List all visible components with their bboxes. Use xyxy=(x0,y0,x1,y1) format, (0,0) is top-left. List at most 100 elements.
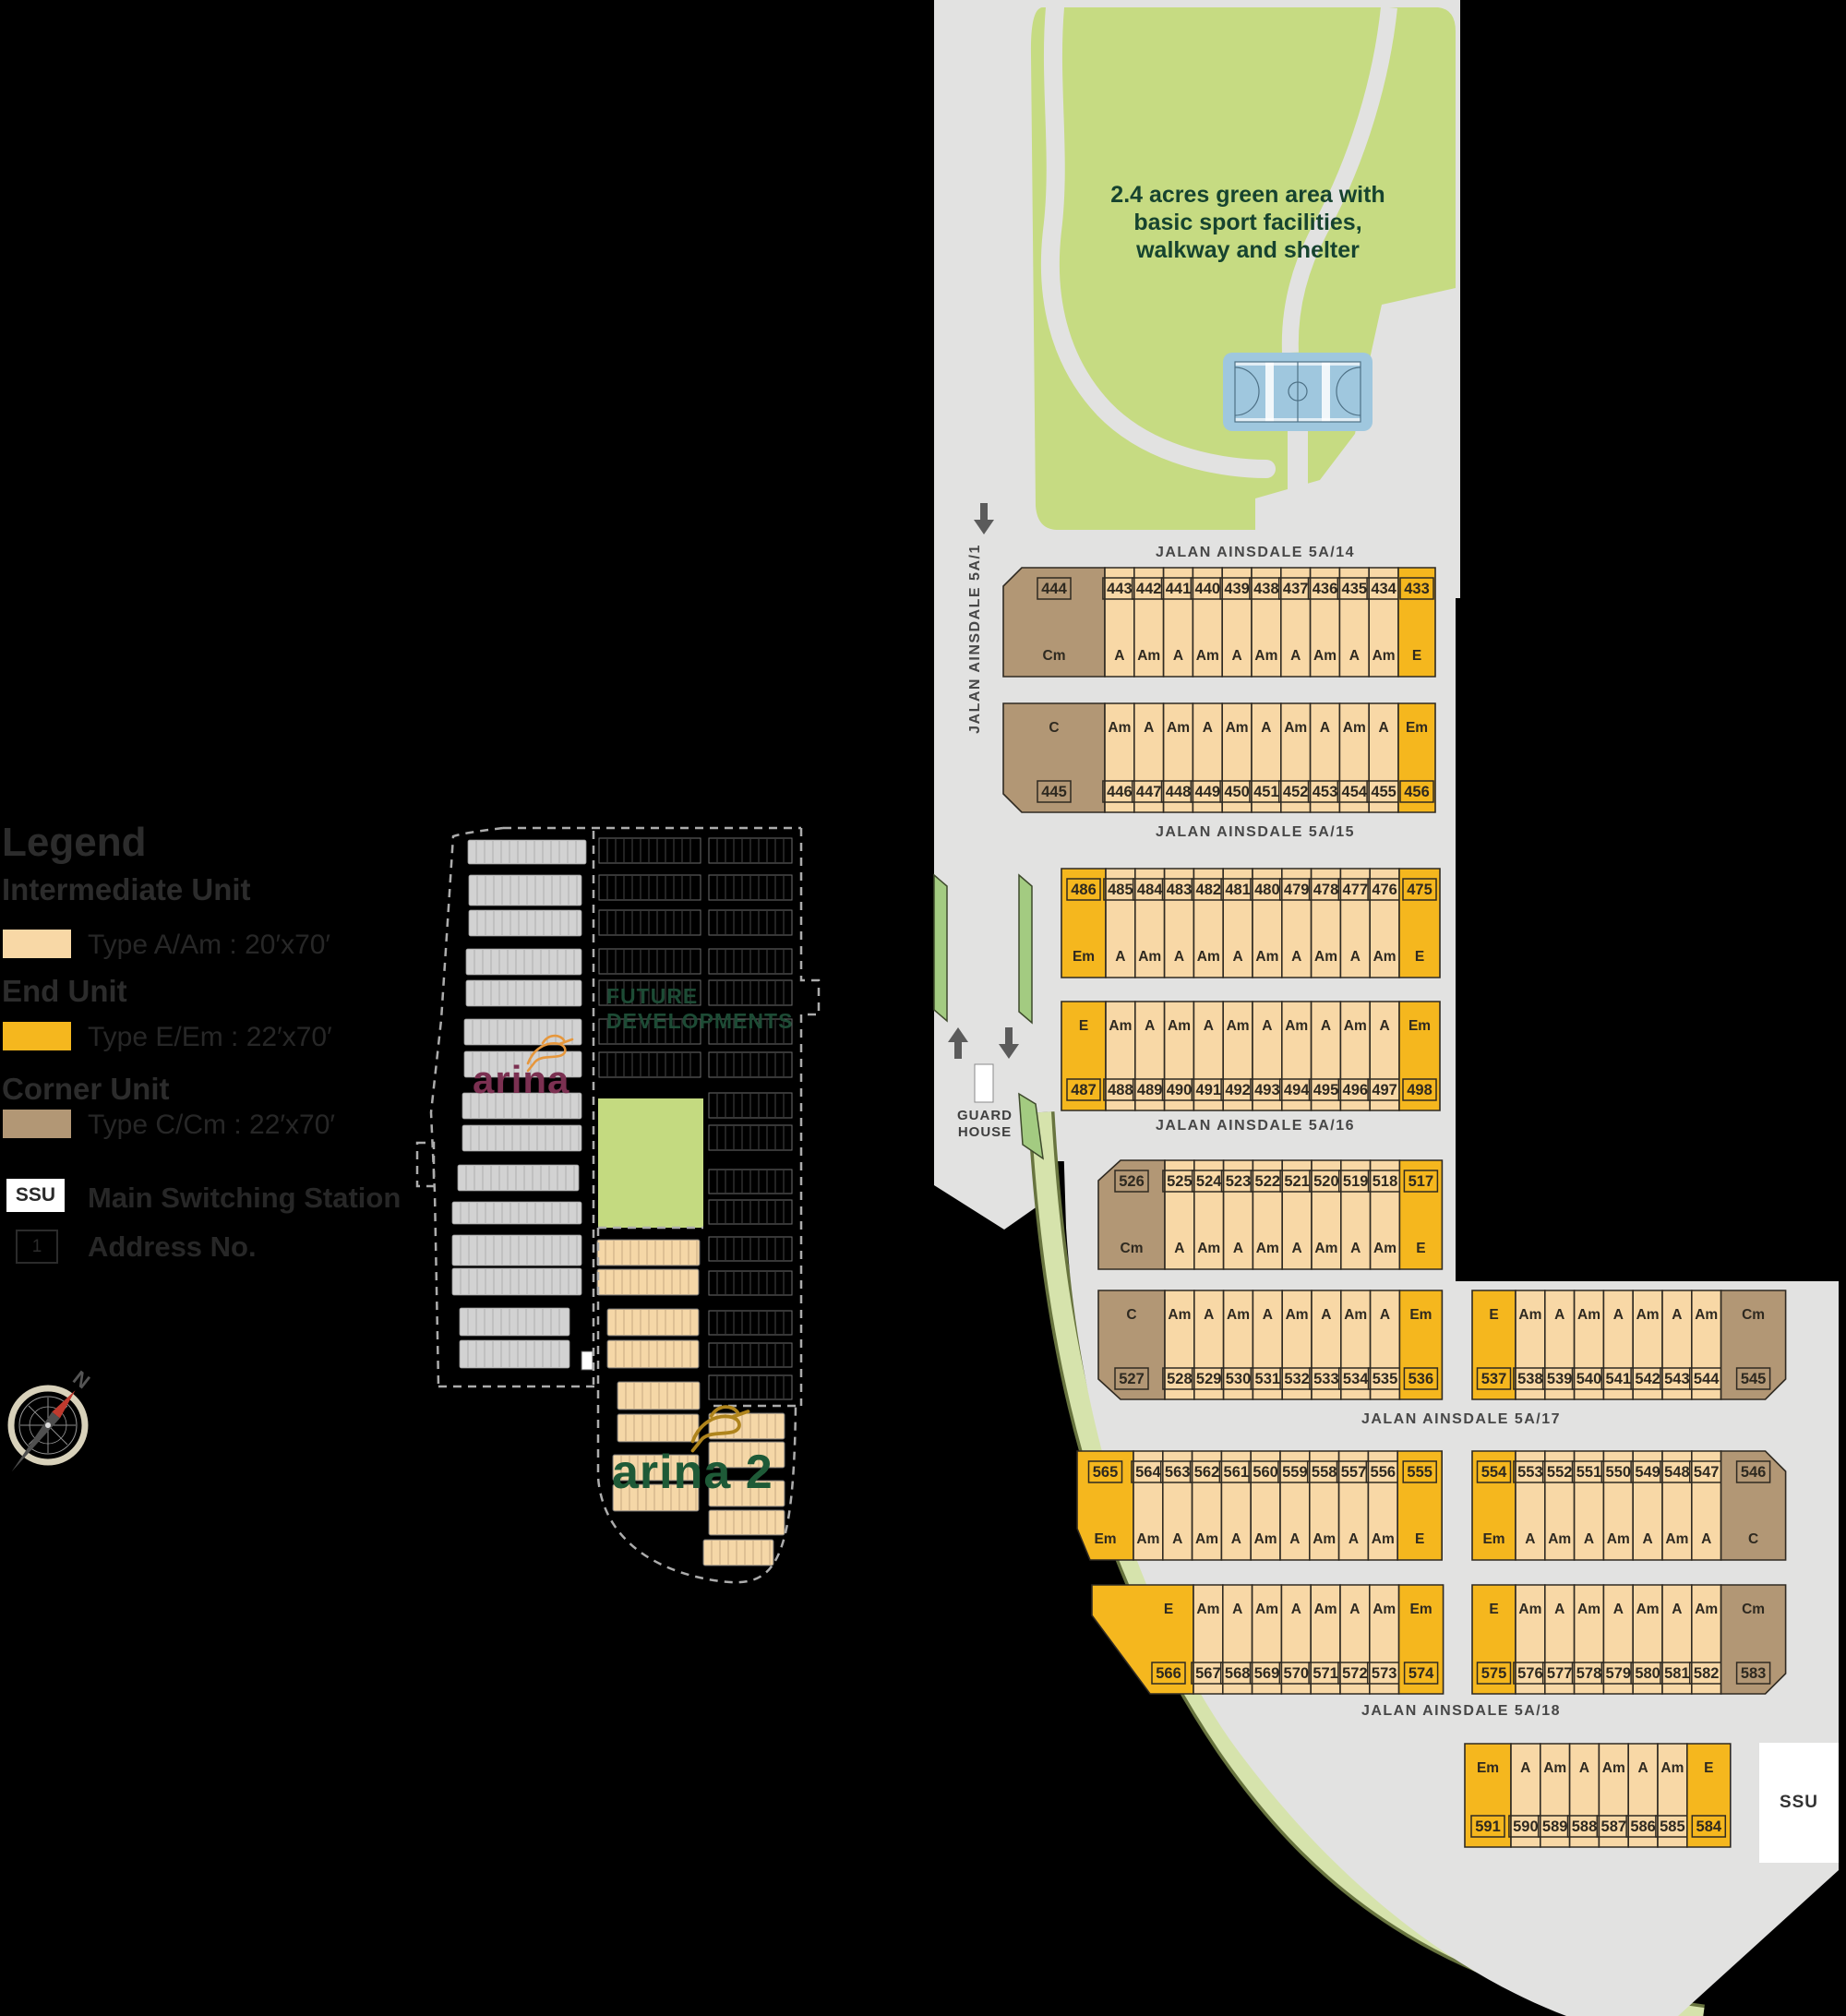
lot-number-590: 590 xyxy=(1513,1818,1539,1835)
lot-number-523: 523 xyxy=(1226,1173,1252,1190)
minimap-arina1-row xyxy=(465,948,582,976)
minimap-ticks xyxy=(716,1094,785,1117)
lot-number-561: 561 xyxy=(1224,1464,1250,1481)
compass-ring xyxy=(7,1385,89,1466)
lot-565[interactable] xyxy=(1076,1450,1134,1561)
lot-type-575: E xyxy=(1489,1602,1498,1617)
lot-type-476: Am xyxy=(1373,949,1396,965)
lot-type-568: A xyxy=(1232,1602,1242,1617)
lot-number-570: 570 xyxy=(1284,1665,1310,1682)
lot-number-547: 547 xyxy=(1694,1464,1720,1481)
lot-number-475: 475 xyxy=(1407,882,1432,898)
lot-555[interactable] xyxy=(1396,1450,1443,1561)
lot-433[interactable] xyxy=(1397,567,1436,678)
lot-type-437: A xyxy=(1290,648,1301,664)
lot-number-453: 453 xyxy=(1313,784,1338,800)
minimap-ticks xyxy=(605,1270,689,1294)
lot-type-543: A xyxy=(1672,1307,1682,1323)
lot-type-548: Am xyxy=(1665,1531,1688,1547)
lot-type-496: Am xyxy=(1344,1018,1367,1034)
lot-number-548: 548 xyxy=(1664,1464,1690,1481)
lot-number-525: 525 xyxy=(1167,1173,1193,1190)
lot-number-478: 478 xyxy=(1313,882,1339,898)
lot-type-477: A xyxy=(1350,949,1361,965)
minimap-future-row xyxy=(708,1236,793,1262)
minimap-ticks xyxy=(716,950,785,973)
minimap-future-row xyxy=(708,1124,793,1151)
park-plaza xyxy=(1255,288,1456,530)
lot-type-556: Am xyxy=(1372,1531,1395,1547)
lot-type-538: Am xyxy=(1518,1307,1541,1323)
park-walkway-east xyxy=(1281,6,1397,354)
minimap-ticks xyxy=(472,1052,573,1076)
minimap-arina2-row xyxy=(606,1308,700,1337)
lot-number-498: 498 xyxy=(1407,1082,1432,1098)
lot-type-580: Am xyxy=(1636,1602,1660,1617)
road-guard-entrance xyxy=(934,1161,1057,1230)
lot-number-583: 583 xyxy=(1741,1665,1767,1682)
verge-strip-left xyxy=(933,873,948,1023)
lot-536[interactable] xyxy=(1398,1290,1444,1400)
minimap-ticks xyxy=(716,911,785,934)
lot-type-535: A xyxy=(1380,1307,1390,1323)
court-line xyxy=(1265,362,1274,422)
minimap-arina2-row xyxy=(612,1483,700,1512)
lot-number-591: 591 xyxy=(1475,1818,1501,1835)
street-label: JALAN AINSDALE 5A/16 xyxy=(1156,1118,1355,1134)
lot-number-522: 522 xyxy=(1255,1173,1281,1190)
lot-number-549: 549 xyxy=(1635,1464,1660,1481)
lot-number-563: 563 xyxy=(1165,1464,1191,1481)
minimap-ticks xyxy=(605,1241,698,1265)
lot-566[interactable] xyxy=(1091,1584,1194,1695)
lot-type-528: Am xyxy=(1168,1307,1191,1323)
arina-logo-text: arina xyxy=(473,1058,570,1101)
lot-517[interactable] xyxy=(1398,1159,1444,1270)
lot-498[interactable] xyxy=(1398,1001,1441,1111)
lot-number-552: 552 xyxy=(1547,1464,1573,1481)
lot-type-442: Am xyxy=(1137,648,1160,664)
lot-445[interactable] xyxy=(1002,702,1106,813)
minimap-arina2-row xyxy=(708,1509,785,1536)
lot-type-433: E xyxy=(1412,648,1421,664)
minimap-arina2-row xyxy=(702,1539,774,1566)
minimap-ticks xyxy=(716,1414,776,1438)
lot-type-436: Am xyxy=(1313,648,1337,664)
lot-number-484: 484 xyxy=(1137,882,1163,898)
lot-type-495: A xyxy=(1321,1018,1331,1034)
park-description: 2.4 acres green area with basic sport fa… xyxy=(1082,181,1414,264)
minimap-ticks xyxy=(716,876,785,899)
future-line1: FUTURE xyxy=(606,984,699,1008)
lot-type-574: Em xyxy=(1410,1602,1432,1617)
lot-type-522: Am xyxy=(1256,1241,1279,1256)
lot-type-587: Am xyxy=(1602,1760,1625,1776)
lot-number-550: 550 xyxy=(1606,1464,1632,1481)
lot-456[interactable] xyxy=(1397,702,1436,813)
lot-type-591: Em xyxy=(1477,1760,1499,1776)
ssu-plot-label: SSU xyxy=(1779,1793,1819,1812)
minimap-ticks xyxy=(716,1312,785,1334)
lot-584[interactable] xyxy=(1686,1743,1732,1848)
lot-475[interactable] xyxy=(1398,868,1441,978)
compass-inner xyxy=(18,1396,78,1455)
minimap-arina2-row xyxy=(606,1339,700,1369)
lot-type-488: Am xyxy=(1109,1018,1132,1034)
lot-574[interactable] xyxy=(1397,1584,1444,1695)
boundary-right xyxy=(799,828,821,1406)
minimap-ticks xyxy=(716,981,785,1004)
minimap-ticks xyxy=(460,1203,578,1223)
lot-number-580: 580 xyxy=(1635,1665,1660,1682)
court-line xyxy=(1322,362,1330,422)
arina-bird-icon xyxy=(526,1034,574,1073)
lot-type-532: Am xyxy=(1286,1307,1309,1323)
lot-number-538: 538 xyxy=(1517,1371,1543,1387)
compass-needle xyxy=(11,1390,76,1472)
lot-number-491: 491 xyxy=(1196,1082,1222,1098)
lot-type-526: Cm xyxy=(1121,1241,1144,1256)
address-chip-487 xyxy=(1066,1078,1101,1101)
lot-444[interactable] xyxy=(1002,567,1106,678)
lot-number-494: 494 xyxy=(1284,1082,1310,1098)
lot-number-480: 480 xyxy=(1254,882,1280,898)
street-label: JALAN AINSDALE 5A/14 xyxy=(1156,545,1355,560)
lot-number-577: 577 xyxy=(1547,1665,1573,1682)
